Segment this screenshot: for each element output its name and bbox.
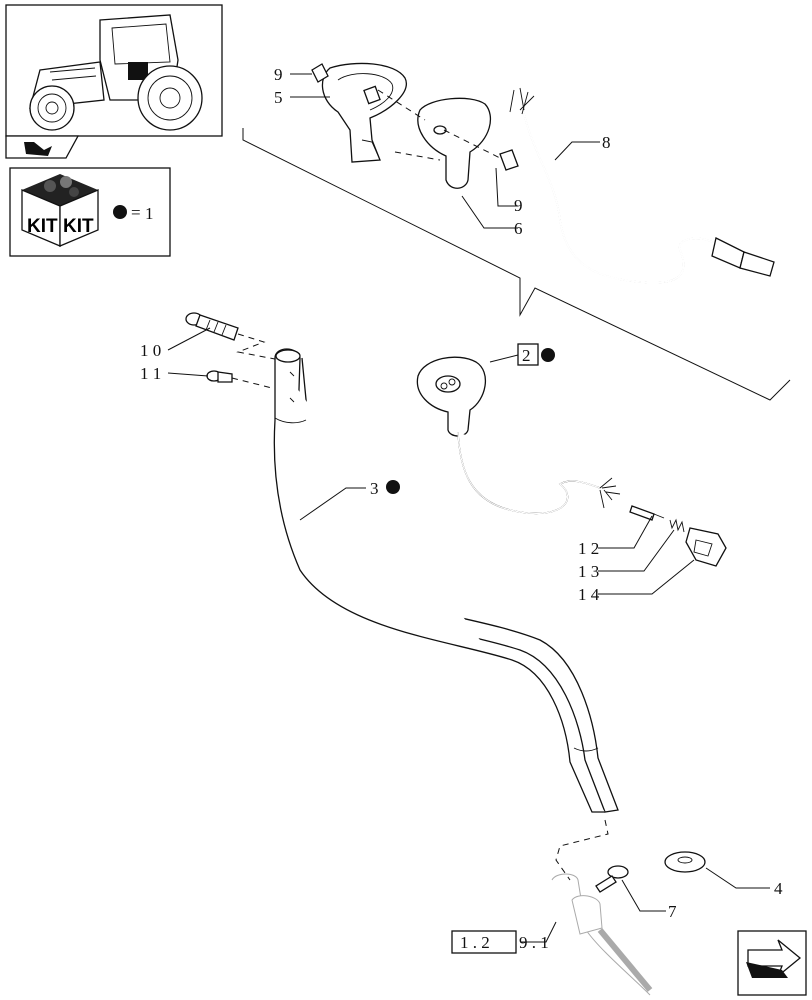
callout-9-top: 9: [274, 65, 283, 84]
tractor-thumbnail-arrow-icon[interactable]: [5, 135, 80, 159]
kit-label-right: KIT: [63, 216, 94, 237]
part-8-wire-harness[interactable]: [509, 87, 775, 284]
part-3-lever-tube[interactable]: [273, 348, 619, 813]
callout-6: 6: [514, 219, 523, 238]
callout-5: 5: [274, 88, 283, 107]
kit-equals-sign: =: [131, 203, 141, 222]
callout-13: 1 3: [578, 562, 599, 581]
part-13-spring[interactable]: [669, 518, 685, 533]
part-7-bolt[interactable]: [595, 865, 629, 893]
part-9-bulb-top[interactable]: [311, 63, 329, 83]
callout-2-kit-bullet: [541, 348, 555, 362]
part-11-screw[interactable]: [206, 370, 233, 383]
part-9-bulb-bottom[interactable]: [499, 149, 519, 171]
callout-3-kit-bullet: [386, 480, 400, 494]
callout-2-box: [517, 343, 539, 366]
part-14-connector-housing[interactable]: [685, 527, 727, 567]
part-12-terminal-pin[interactable]: [629, 505, 665, 521]
filled-circle-icon: [113, 205, 127, 219]
callout-8: 8: [602, 133, 611, 152]
part-2-switch-knob[interactable]: [416, 356, 621, 515]
next-page-arrow-icon[interactable]: [737, 930, 807, 996]
part-5-knob-shell[interactable]: [321, 62, 407, 163]
tractor-thumbnail[interactable]: [5, 4, 223, 137]
callout-4: 4: [774, 879, 783, 898]
part-6-knob-cover[interactable]: [417, 97, 492, 189]
kit-label-left: KIT: [27, 216, 58, 237]
cross-reference-boxed: 1 . 2: [460, 933, 490, 952]
part-4-washer[interactable]: [664, 851, 706, 873]
callout-11: 1 1: [140, 364, 161, 383]
callout-3: 3: [370, 479, 379, 498]
callout-12: 1 2: [578, 539, 599, 558]
reference-assembly-ghost: [551, 873, 653, 996]
cross-reference-link[interactable]: 1 . 2 9 . 1: [451, 930, 549, 954]
part-10-bolt[interactable]: [185, 312, 239, 341]
cross-reference-rest: 9 . 1: [519, 933, 549, 952]
callout-10: 1 0: [140, 341, 161, 360]
callout-14: 1 4: [578, 585, 600, 604]
detail-bubble-outline: [242, 128, 791, 401]
kit-box-icon: [21, 174, 99, 247]
callout-9-bottom: 9: [514, 196, 523, 215]
callout-2: 2: [522, 346, 531, 365]
kit-quantity: 1: [145, 204, 154, 223]
kit-legend: KIT KIT = 1: [9, 167, 171, 257]
callout-7: 7: [668, 902, 677, 921]
